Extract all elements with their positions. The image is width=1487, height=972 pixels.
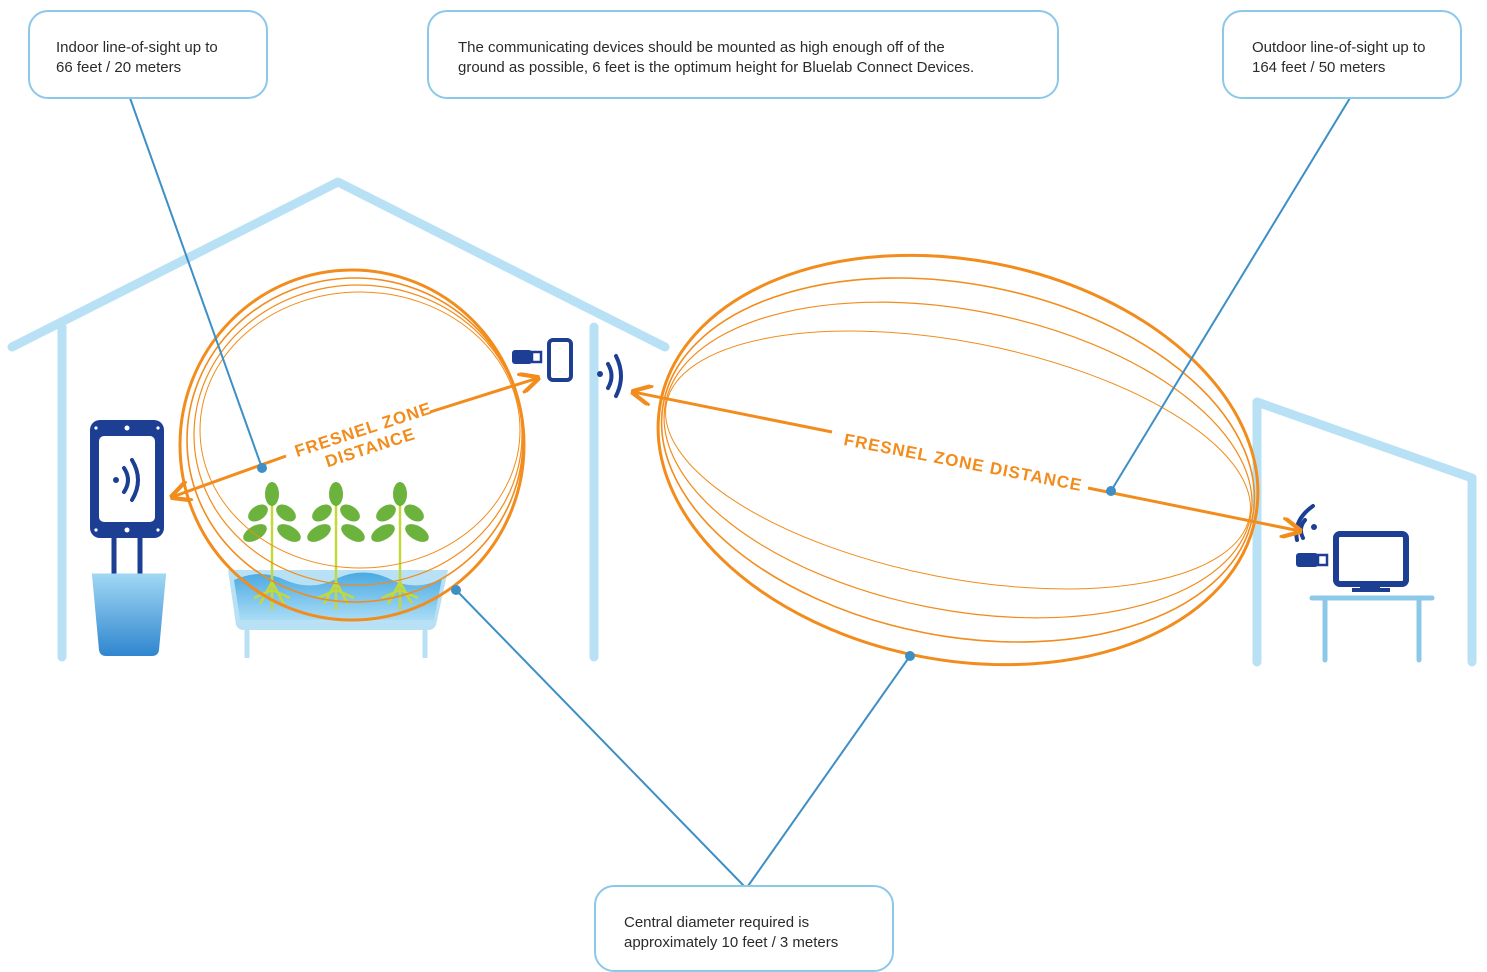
callout-height-line2: ground as possible, 6 feet is the optimu… [458, 59, 975, 76]
callout-mounting-height: The communicating devices should be moun… [427, 10, 1059, 99]
callout-indoor-line2: 66 feet / 20 meters [56, 59, 182, 76]
fresnel-arrow-outdoor [633, 392, 1300, 531]
callout-leader-lines [129, 97, 1351, 887]
wifi-signal-icon [113, 458, 140, 502]
range-extender-icon [512, 338, 623, 398]
fresnel-arrow-indoor [172, 378, 538, 497]
callout-outdoor-line2: 164 feet / 50 meters [1252, 59, 1386, 76]
wall-controller-icon [90, 420, 164, 538]
wifi-signal-icon [597, 354, 623, 398]
callout-anchor-dots [257, 463, 1116, 661]
greenhouse-outline [7, 177, 670, 662]
plant-icon [243, 482, 429, 610]
callout-central-diameter: Central diameter required is approximate… [594, 885, 894, 972]
callout-height-line1: The communicating devices should be moun… [458, 39, 945, 56]
wifi-signal-icon [1294, 504, 1317, 542]
office-building-outline [1252, 397, 1477, 667]
callout-outdoor-range: Outdoor line-of-sight up to 164 feet / 5… [1222, 10, 1462, 99]
callout-indoor-range: Indoor line-of-sight up to 66 feet / 20 … [28, 10, 268, 99]
callout-diameter-line1: Central diameter required is [624, 914, 810, 931]
callout-outdoor-line1: Outdoor line-of-sight up to [1252, 39, 1426, 56]
fresnel-zone-outdoor [656, 253, 1260, 667]
fresnel-zone-indoor [178, 268, 526, 622]
computer-monitor-icon [1294, 504, 1435, 663]
callout-indoor-line1: Indoor line-of-sight up to [56, 39, 218, 56]
fresnel-label-outdoor: FRESNEL ZONE DISTANCE [842, 430, 1084, 495]
reservoir-bucket [92, 573, 166, 656]
callout-diameter-line2: approximately 10 feet / 3 meters [624, 934, 839, 951]
usb-stick-icon [1296, 553, 1329, 567]
